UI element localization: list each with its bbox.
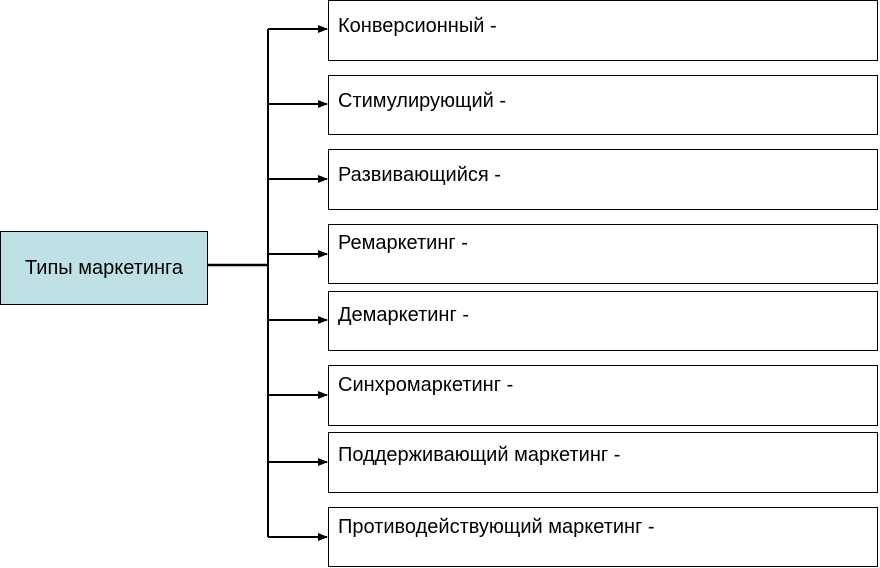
type-node-demarketing: Демаркетинг - [328,291,878,351]
type-label: Стимулирующий - [338,90,507,112]
type-label: Ремаркетинг - [338,232,468,254]
type-node-conversion: Конверсионный - [328,0,878,61]
type-node-supporting: Поддерживающий маркетинг - [328,432,878,493]
type-label: Демаркетинг - [338,304,469,326]
type-node-developing: Развивающийся - [328,149,878,210]
type-label: Развивающийся - [338,164,501,186]
type-node-remarketing: Ремаркетинг - [328,224,878,284]
type-label: Противодействующий маркетинг - [338,516,655,538]
root-label: Типы маркетинга [24,256,184,279]
type-node-synchromarketing: Синхромаркетинг - [328,365,878,426]
type-node-stimulating: Стимулирующий - [328,75,878,135]
type-label: Конверсионный - [338,15,497,37]
type-node-counteracting: Противодействующий маркетинг - [328,507,878,567]
root-node: Типы маркетинга [0,231,208,305]
type-label: Синхромаркетинг - [338,374,514,396]
type-label: Поддерживающий маркетинг - [338,444,621,466]
